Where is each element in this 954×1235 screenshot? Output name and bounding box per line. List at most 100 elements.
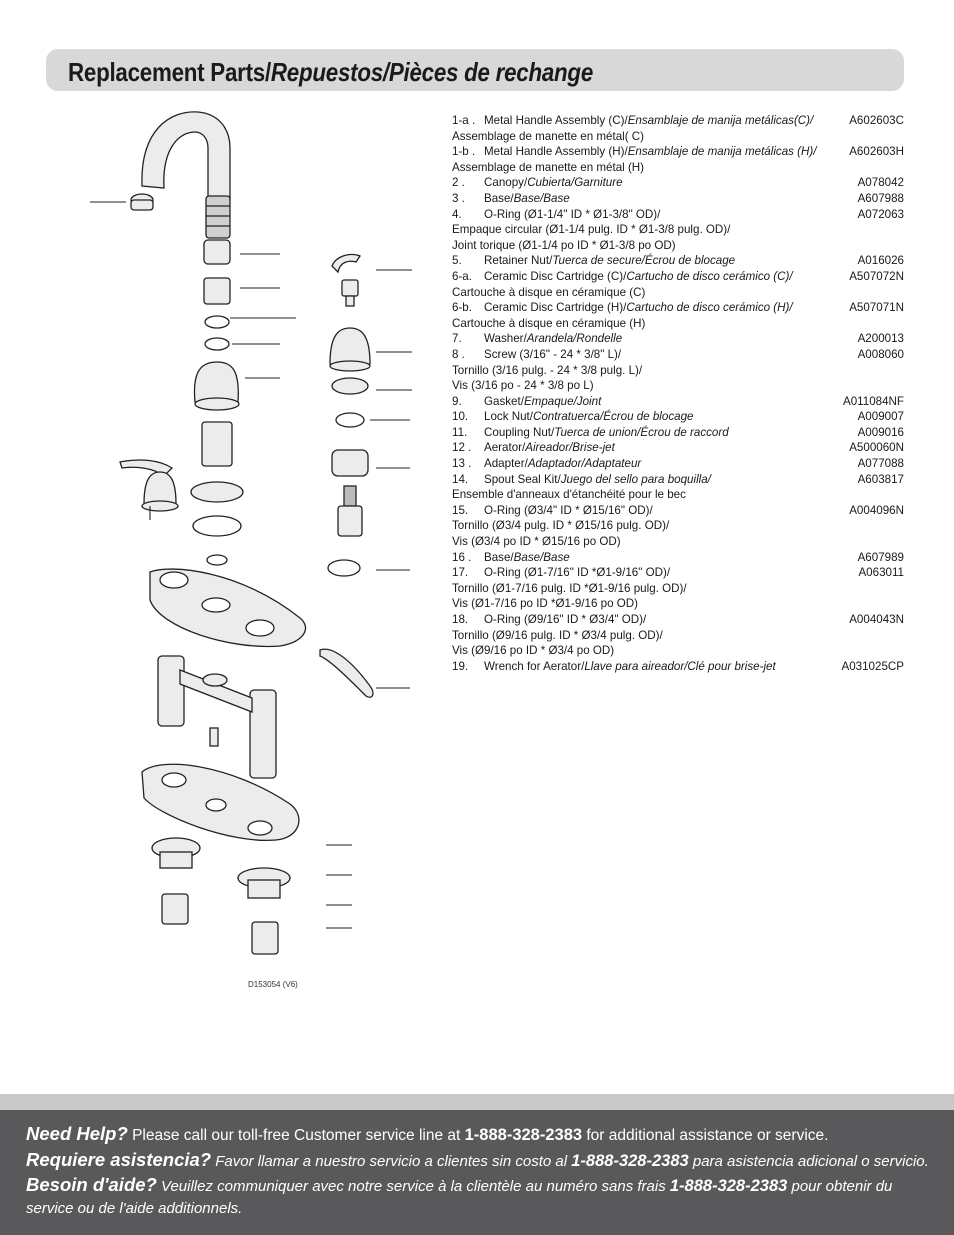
part-description: Base/Base/Base (484, 550, 834, 566)
part-desc-en: Metal Handle Assembly (H)/ (484, 145, 628, 159)
part-sub-line: Cartouche à disque en céramique (C) (452, 285, 646, 299)
part-description: Spout Seal Kit/Juego del sello para boqu… (484, 472, 834, 488)
part-number: 1-a . (452, 114, 476, 127)
part-number: 6-a. (452, 269, 472, 283)
part-sub-line: Tornillo (3/16 pulg. - 24 * 3/8 pulg. L)… (452, 363, 643, 377)
part-description: Canopy/Cubierta/Garniture (484, 175, 834, 191)
part-row: 10. Lock Nut/Contratuerca/Écrou de blocag… (452, 409, 904, 425)
part-row: 15.O-Ring (Ø3/4" ID * Ø15/16" OD)/A00409… (452, 503, 904, 550)
part-row: 9. Gasket/Empaque/Joint A011084NF (452, 394, 904, 410)
part-code: A008060 (857, 347, 904, 361)
part-code: A009007 (857, 410, 904, 424)
part-sub-line: Vis (Ø1-7/16 po ID *Ø1-9/16 po OD) (452, 597, 639, 611)
requiere-asistencia-label: Requiere asistencia? (26, 1149, 212, 1170)
part-description: Screw (3/16" - 24 * 3/8" L)/ (484, 347, 834, 363)
part-row: 13 . Adapter/Adaptador/Adaptateur A077088 (452, 456, 904, 472)
title-italic: Repuestos/Pièces de rechange (270, 57, 594, 87)
part-sub-line: Vis (Ø9/16 po ID * Ø3/4 po OD) (452, 644, 615, 658)
help-english-text: Please call our toll-free Customer servi… (127, 1127, 465, 1144)
part-row: 1-b . Metal Handle Assembly (H)/Ensamblaj… (452, 144, 904, 175)
part-description: Coupling Nut/Tuerca de union/Écrou de ra… (484, 425, 834, 441)
part-description: Wrench for Aerator/Llave para aireador/C… (484, 659, 834, 675)
part-code: A500060N (849, 441, 904, 455)
help-english-tail: for additional assistance or service. (582, 1127, 829, 1144)
part-description: O-Ring (Ø1-7/16" ID *Ø1-9/16" OD)/ (484, 565, 834, 581)
part-desc-en: Adapter/ (484, 457, 528, 471)
part-desc-en: O-Ring (Ø3/4" ID * Ø15/16" OD)/ (484, 503, 653, 517)
part-description: Washer/Arandela/Rondelle (484, 331, 834, 347)
part-desc-en: Base/ (484, 550, 514, 564)
part-sub-line: Vis (Ø3/4 po ID * Ø15/16 po OD) (452, 535, 621, 549)
part-number: 4. (452, 207, 462, 221)
part-desc-en: Metal Handle Assembly (C)/ (484, 114, 628, 127)
part-description: Gasket/Empaque/Joint (484, 394, 834, 410)
part-code: A078042 (857, 176, 904, 190)
right-handle (331, 253, 361, 274)
part-number: 9. (452, 394, 462, 408)
part-desc-translation: Adaptador/Adaptateur (527, 457, 642, 471)
part-desc-translation: Base/Base (513, 191, 570, 205)
part-number: 19. (452, 659, 469, 673)
part-desc-translation: Contratuerca/Écrou de blocage (532, 410, 694, 424)
part-number: 1-b . (452, 145, 476, 159)
part-code: A016026 (857, 254, 904, 268)
help-english: Need Help? Please call our toll-free Cus… (26, 1122, 936, 1148)
footer-strip (0, 1094, 954, 1110)
part-description: Base/Base/Base (484, 191, 834, 207)
help-french-text: Veuillez communiquer avec notre service … (156, 1178, 670, 1195)
part-code: A607988 (857, 191, 904, 205)
parts-list: 1-a .Metal Handle Assembly (C)/Ensamblaj… (452, 113, 904, 674)
part-desc-en: Lock Nut/ (484, 410, 533, 424)
part-description: O-Ring (Ø1-1/4" ID * Ø1-3/8" OD)/ (484, 207, 834, 223)
phone-number-en: 1-888-328-2383 (464, 1126, 583, 1144)
part-code: A507072N (849, 269, 904, 283)
phone-number-es: 1-888-328-2383 (571, 1152, 689, 1170)
title-main: Replacement Parts/ (68, 57, 271, 87)
part-desc-translation: Ensamblaje de manija metálicas(C)/ (627, 114, 814, 127)
part-row: 1-a . Metal Handle Assembly (C)/Ensamblaj… (452, 113, 904, 144)
help-spanish-text: Favor llamar a nuestro servicio a client… (211, 1153, 572, 1170)
part-description: Metal Handle Assembly (C)/Ensamblaje de … (484, 113, 834, 129)
part-code: A063011 (858, 566, 904, 580)
part-description: Lock Nut/Contratuerca/Écrou de blocage (484, 409, 834, 425)
part-desc-translation: Cartucho de disco cerámico (C)/ (626, 269, 793, 283)
besoin-aide-label: Besoin d'aide? (26, 1174, 157, 1195)
part-code: A011084NF (842, 394, 904, 408)
part-sub-line: Tornillo (Ø9/16 pulg. ID * Ø3/4 pulg. OD… (452, 628, 663, 642)
part-desc-translation: Arandela/Rondelle (526, 332, 623, 346)
help-spanish: Requiere asistencia? Favor llamar a nues… (26, 1148, 936, 1174)
part-desc-en: O-Ring (Ø1-1/4" ID * Ø1-3/8" OD)/ (484, 207, 661, 221)
part-number: 13 . (452, 457, 472, 471)
part-desc-en: Gasket/ (484, 394, 524, 408)
exploded-parts-diagram (90, 111, 412, 955)
part-desc-en: Coupling Nut/ (484, 425, 555, 439)
part-desc-translation: Juego del sello para boquilla/ (560, 472, 711, 486)
part-row: 14.Spout Seal Kit/Juego del sello para b… (452, 472, 904, 503)
part-desc-translation: Llave para aireador/Clé pour brise-jet (584, 659, 776, 673)
part-desc-translation: Ensamblaje de manija metálicas (H)/ (627, 145, 817, 159)
help-text: Need Help? Please call our toll-free Cus… (26, 1122, 936, 1220)
help-french-tail: pour obtenir du service ou de l'aide add… (26, 1178, 893, 1217)
part-sub-line: Joint torique (Ø1-1/4 po ID * Ø1-3/8 po … (452, 238, 676, 252)
part-description: O-Ring (Ø3/4" ID * Ø15/16" OD)/ (484, 503, 834, 519)
part-code: A507071N (849, 301, 904, 315)
part-description: Retainer Nut/Tuerca de secure/Écrou de b… (484, 253, 834, 269)
part-row: 17.O-Ring (Ø1-7/16" ID *Ø1-9/16" OD)/A06… (452, 565, 904, 612)
part-code: A602603H (849, 145, 904, 159)
part-number: 11. (452, 425, 468, 439)
part-code: A072063 (857, 207, 904, 221)
diagram-code: D153054 (V6) (248, 980, 298, 989)
part-number: 10. (452, 410, 469, 424)
part-desc-en: O-Ring (Ø1-7/16" ID *Ø1-9/16" OD)/ (484, 566, 671, 580)
part-sub-line: Vis (3/16 po - 24 * 3/8 po L) (452, 379, 594, 393)
part-desc-translation: Cubierta/Garniture (527, 176, 623, 190)
part-desc-translation: Cartucho de disco cerámico (H)/ (626, 301, 793, 315)
part-sub-line: Tornillo (Ø1-7/16 pulg. ID *Ø1-9/16 pulg… (452, 581, 687, 595)
part-code: A077088 (857, 457, 904, 471)
help-spanish-tail: para asistencia adicional o servicio. (688, 1153, 929, 1170)
part-code: A004096N (849, 503, 904, 517)
